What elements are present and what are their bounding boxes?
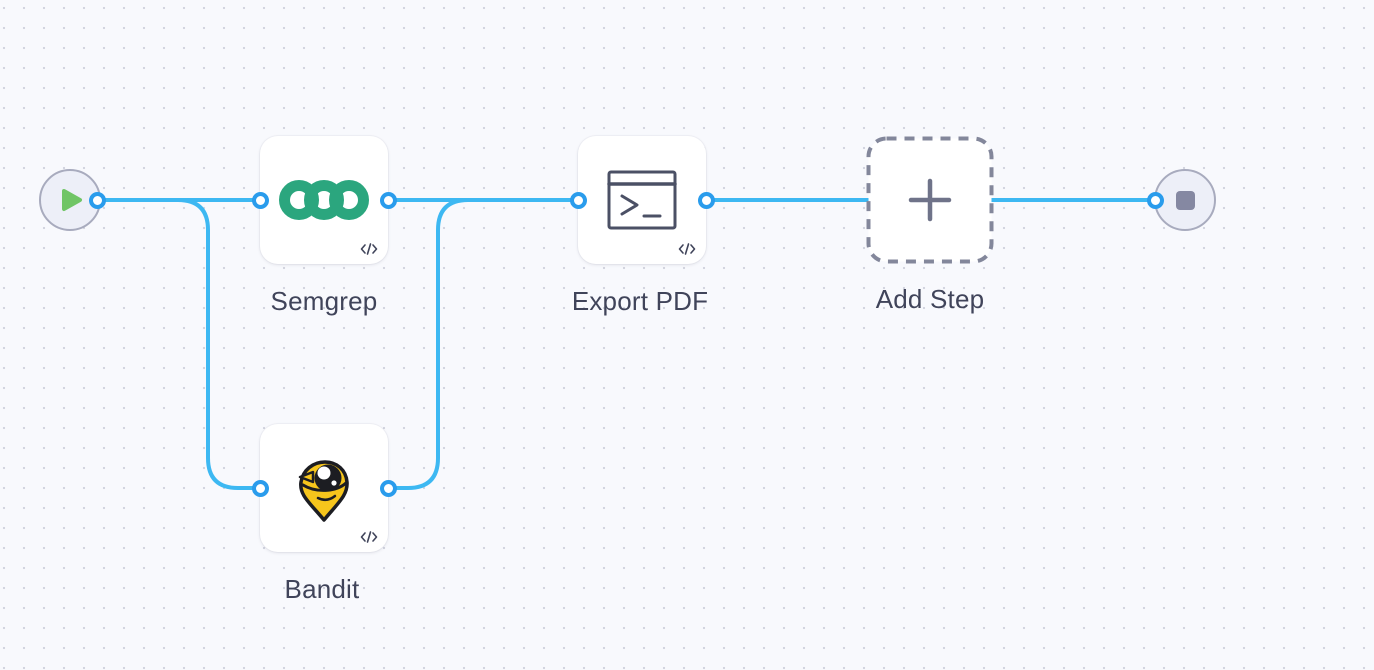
node-semgrep[interactable]	[260, 136, 388, 264]
edge-bandit-exportpdf[interactable]	[386, 198, 580, 490]
play-icon	[60, 187, 84, 213]
port-semgrep-out[interactable]	[379, 191, 397, 209]
port-export-pdf-in[interactable]	[569, 191, 587, 209]
node-bandit[interactable]	[260, 424, 388, 552]
bandit-logo-icon	[292, 450, 356, 526]
port-semgrep-in[interactable]	[251, 191, 269, 209]
code-icon	[360, 242, 378, 256]
plus-icon	[906, 176, 954, 224]
port-start-out[interactable]	[88, 191, 106, 209]
port-bandit-in[interactable]	[251, 479, 269, 497]
code-icon	[360, 530, 378, 544]
stop-icon	[1175, 190, 1195, 210]
port-bandit-out[interactable]	[379, 479, 397, 497]
semgrep-logo-icon	[278, 178, 370, 222]
add-step-button[interactable]	[866, 136, 994, 264]
code-icon	[678, 242, 696, 256]
node-label-bandit: Bandit	[284, 574, 360, 604]
node-label-semgrep: Semgrep	[270, 286, 378, 316]
edge-start-bandit[interactable]	[95, 198, 262, 490]
node-label-export-pdf: Export PDF	[571, 286, 709, 316]
port-export-pdf-out[interactable]	[697, 191, 715, 209]
terminal-icon	[607, 170, 677, 230]
node-label-add-step: Add Step	[875, 284, 985, 314]
port-end-in[interactable]	[1146, 191, 1164, 209]
node-export-pdf[interactable]	[578, 136, 706, 264]
